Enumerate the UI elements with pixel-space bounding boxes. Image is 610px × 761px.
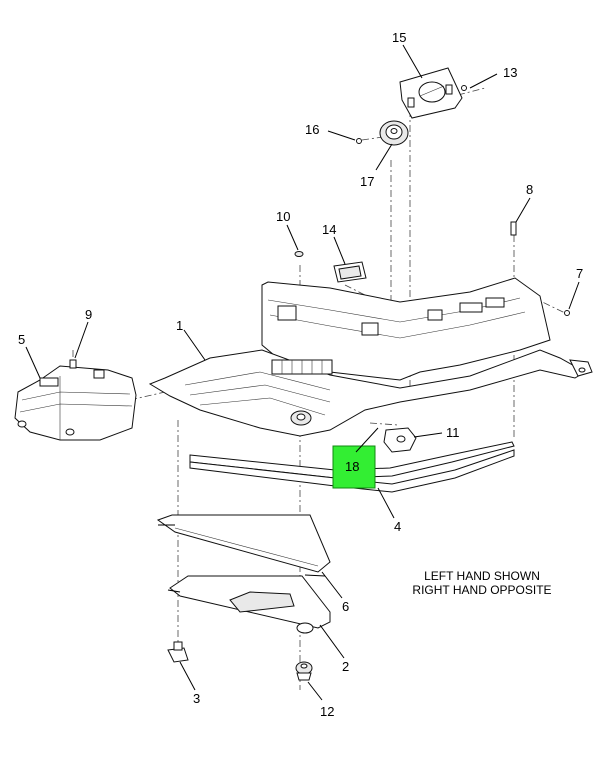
grommet-part-14 — [333, 261, 367, 283]
retainer-part-12 — [295, 661, 313, 681]
callout-14: 14 — [322, 222, 336, 237]
callout-7: 7 — [576, 266, 583, 281]
fastener-part-10 — [294, 251, 304, 257]
trim-panel-part-1 — [148, 277, 593, 437]
callout-labels: 15 13 16 17 8 10 14 7 1 9 5 11 18 4 6 2 … — [18, 30, 583, 719]
callout-18: 18 — [345, 459, 359, 474]
orientation-note: LEFT HAND SHOWN RIGHT HAND OPPOSITE — [412, 569, 551, 597]
callout-11: 11 — [446, 425, 460, 440]
callout-5: 5 — [18, 332, 25, 347]
note-line-2: RIGHT HAND OPPOSITE — [412, 583, 551, 597]
callout-9: 9 — [85, 307, 92, 322]
bracket-part-15 — [399, 67, 463, 119]
callout-17: 17 — [360, 174, 374, 189]
screw-part-13 — [461, 85, 467, 91]
callout-6: 6 — [342, 599, 349, 614]
callout-3: 3 — [193, 691, 200, 706]
clip-part-3 — [167, 641, 189, 663]
callout-13: 13 — [503, 65, 517, 80]
clip-part-9 — [69, 359, 77, 369]
note-line-1: LEFT HAND SHOWN — [424, 569, 540, 583]
leader-lines — [25, 44, 580, 701]
cover-pocket-part-2 — [167, 575, 331, 634]
callout-16: 16 — [305, 122, 319, 137]
callout-12: 12 — [320, 704, 334, 719]
speaker-part-17 — [379, 120, 409, 146]
callout-8: 8 — [526, 182, 533, 197]
clip-part-11 — [383, 427, 417, 453]
callout-4: 4 — [394, 519, 401, 534]
cover-panel-part-6 — [156, 514, 331, 577]
callout-2: 2 — [342, 659, 349, 674]
callout-15: 15 — [392, 30, 406, 45]
fastener-part-8 — [510, 221, 517, 236]
screw-part-7 — [564, 310, 570, 316]
highlight-part-18 — [332, 445, 376, 489]
callout-1: 1 — [176, 318, 183, 333]
callout-10: 10 — [276, 209, 290, 224]
screw-part-16 — [356, 138, 362, 144]
storage-bin-part-5 — [14, 365, 137, 441]
